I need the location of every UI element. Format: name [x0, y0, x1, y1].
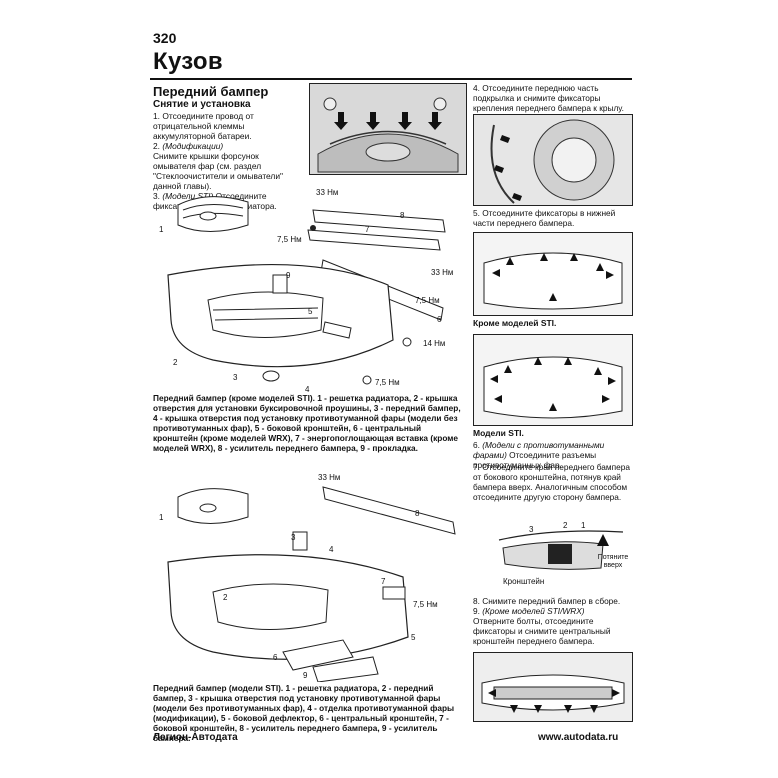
page-number: 320: [153, 30, 177, 46]
exploded-view-non-sti: 1 2 3 4 5 6 7 8 9 33 Нм 7,5 Нм 33 Нм 7,5…: [159, 188, 453, 394]
center-bracket-photo: [473, 652, 633, 722]
callout-sti-2: 2: [223, 593, 228, 602]
callout-sti-4: 4: [329, 545, 334, 554]
torque-33-right: 33 Нм: [431, 268, 453, 277]
torque-33-top: 33 Нм: [316, 188, 338, 197]
torque-7-5-right: 7,5 Нм: [415, 296, 440, 305]
grille-photo-drawing: [310, 84, 466, 174]
subsection-title: Снятие и установка: [153, 99, 251, 110]
label-bracket: Кронштейн: [503, 577, 544, 586]
callout-sti-5: 5: [411, 633, 416, 642]
caption-figure-sti: Передний бампер (модели STI). 1 - решетк…: [153, 683, 455, 743]
callout-5: 5: [308, 307, 313, 316]
callout-7: 7: [365, 225, 370, 234]
callout-sti-9: 9: [303, 671, 308, 680]
step-2-detail: Снимите крышки форсунок омывателя фар (с…: [153, 151, 283, 191]
callout-sti-3: 3: [291, 533, 296, 542]
label-except-sti: Кроме моделей STI.: [473, 318, 557, 328]
torque-sti-33: 33 Нм: [318, 473, 340, 482]
bracket-detach-figure: 3 2 1 Кронштейн Потяните вверх: [493, 518, 631, 588]
callout-2: 2: [173, 358, 178, 367]
underside-sti-drawing: [474, 335, 632, 425]
bracket-number-1: 1: [581, 521, 586, 530]
bracket-number-2: 2: [563, 521, 568, 530]
footer-website: www.autodata.ru: [538, 732, 619, 743]
label-sti: Модели STI.: [473, 428, 524, 438]
step-7: 7. Отсоедините край переднего бампера от…: [473, 462, 630, 502]
torque-sti-7-5: 7,5 Нм: [413, 600, 438, 609]
chapter-title: Кузов: [153, 48, 223, 75]
header-rule: [150, 78, 632, 80]
step-6: 6. (Модели с противотуманными фарами) От…: [473, 440, 605, 470]
bracket-number-3: 3: [529, 525, 534, 534]
center-bracket-drawing: [474, 653, 632, 721]
label-pull-up: Потяните вверх: [597, 554, 629, 569]
figure-bumper-non-sti: 1 2 3 4 5 6 7 8 9 33 Нм 7,5 Нм 33 Нм 7,5…: [153, 180, 466, 394]
callout-9: 9: [286, 271, 291, 280]
callout-6: 6: [437, 315, 442, 324]
grille-fasteners-photo: [309, 83, 467, 175]
step-1: 1. Отсоедините провод от отрицательной к…: [153, 111, 254, 141]
torque-7-5-bottom: 7,5 Нм: [375, 378, 400, 387]
figure-bumper-sti: 1 2 3 4 5 6 7 8 9 33 Нм 7,5 Нм: [153, 462, 466, 683]
caption-figure-non-sti: Передний бампер (кроме моделей STI). 1 -…: [153, 393, 461, 453]
bumper-underside-non-sti: [473, 232, 633, 316]
step-5: 5. Отсоедините фиксаторы в нижней части …: [473, 208, 616, 228]
bumper-underside-sti: [473, 334, 633, 426]
callout-1: 1: [159, 225, 164, 234]
step-2: 2. (Модификации): [153, 141, 224, 151]
underside-non-sti-drawing: [474, 233, 632, 315]
step-4: 4. Отсоедините переднюю часть подкрылка …: [473, 83, 624, 113]
callout-8: 8: [400, 211, 405, 220]
footer-publisher: Легион-Автодата: [153, 732, 238, 743]
bracket-detach-drawing: 3 2 1 Кронштейн: [498, 521, 624, 586]
torque-14: 14 Нм: [423, 339, 445, 348]
torque-7-5-left: 7,5 Нм: [277, 235, 302, 244]
callout-sti-7: 7: [381, 577, 386, 586]
step-9: 9. (Кроме моделей STI/WRX)Отверните болт…: [473, 606, 611, 646]
callout-3: 3: [233, 373, 238, 382]
fender-liner-photo: [473, 114, 633, 206]
callout-sti-8: 8: [415, 509, 420, 518]
callout-sti-6: 6: [273, 653, 278, 662]
exploded-view-sti: 1 2 3 4 5 6 7 8 9 33 Нм 7,5 Нм: [159, 473, 456, 683]
callout-4: 4: [305, 385, 310, 392]
fender-liner-drawing: [474, 115, 632, 205]
callout-sti-1: 1: [159, 513, 164, 522]
step-8: 8. Снимите передний бампер в сборе.: [473, 596, 621, 606]
section-title: Передний бампер: [153, 84, 269, 99]
